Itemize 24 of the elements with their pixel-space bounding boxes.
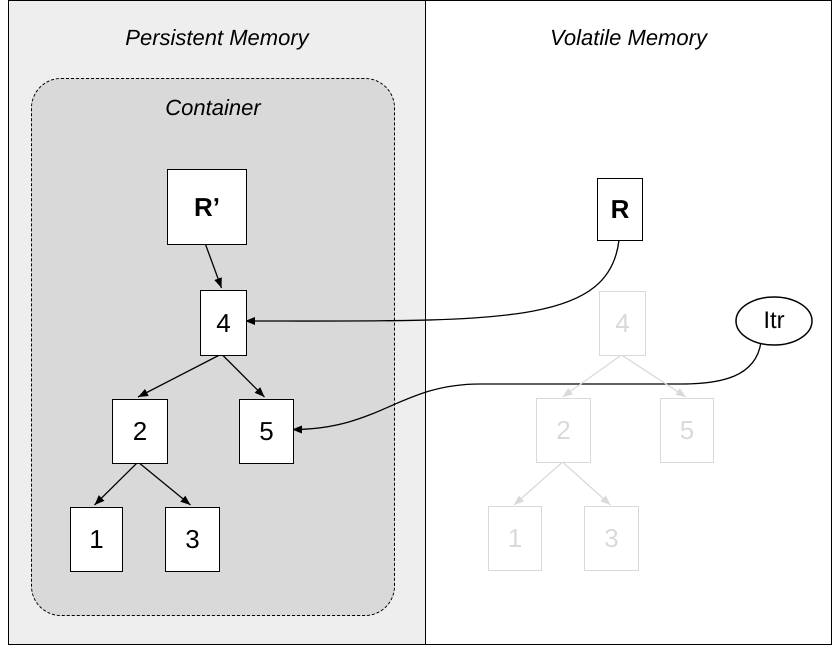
- arrow: [94, 462, 138, 506]
- arrow: [221, 354, 265, 398]
- arrow: [245, 240, 620, 325]
- arrow: [292, 342, 762, 434]
- arrow: [562, 462, 611, 506]
- memory-panel: [425, 0, 832, 645]
- arrow: [621, 354, 686, 398]
- memory-panel: [8, 0, 426, 645]
- tree-node-box: 1: [70, 507, 123, 572]
- arrow: [138, 462, 191, 506]
- tree-node-box: 5: [239, 399, 294, 464]
- tree-node-box: 2: [112, 399, 168, 464]
- iterator-ellipse: Itr: [735, 296, 813, 346]
- tree-node-box: 3: [165, 507, 220, 572]
- tree-node-box: R’: [167, 169, 247, 245]
- tree-node-box: 4: [200, 290, 247, 356]
- arrow: [514, 462, 563, 506]
- panel-heading: Container: [165, 95, 261, 121]
- panel-heading: Volatile Memory: [550, 25, 707, 51]
- panel-heading: Persistent Memory: [125, 25, 309, 51]
- tree-node-box: R: [597, 178, 643, 241]
- arrow: [562, 354, 622, 398]
- arrow: [204, 242, 222, 288]
- container-region: [31, 78, 395, 616]
